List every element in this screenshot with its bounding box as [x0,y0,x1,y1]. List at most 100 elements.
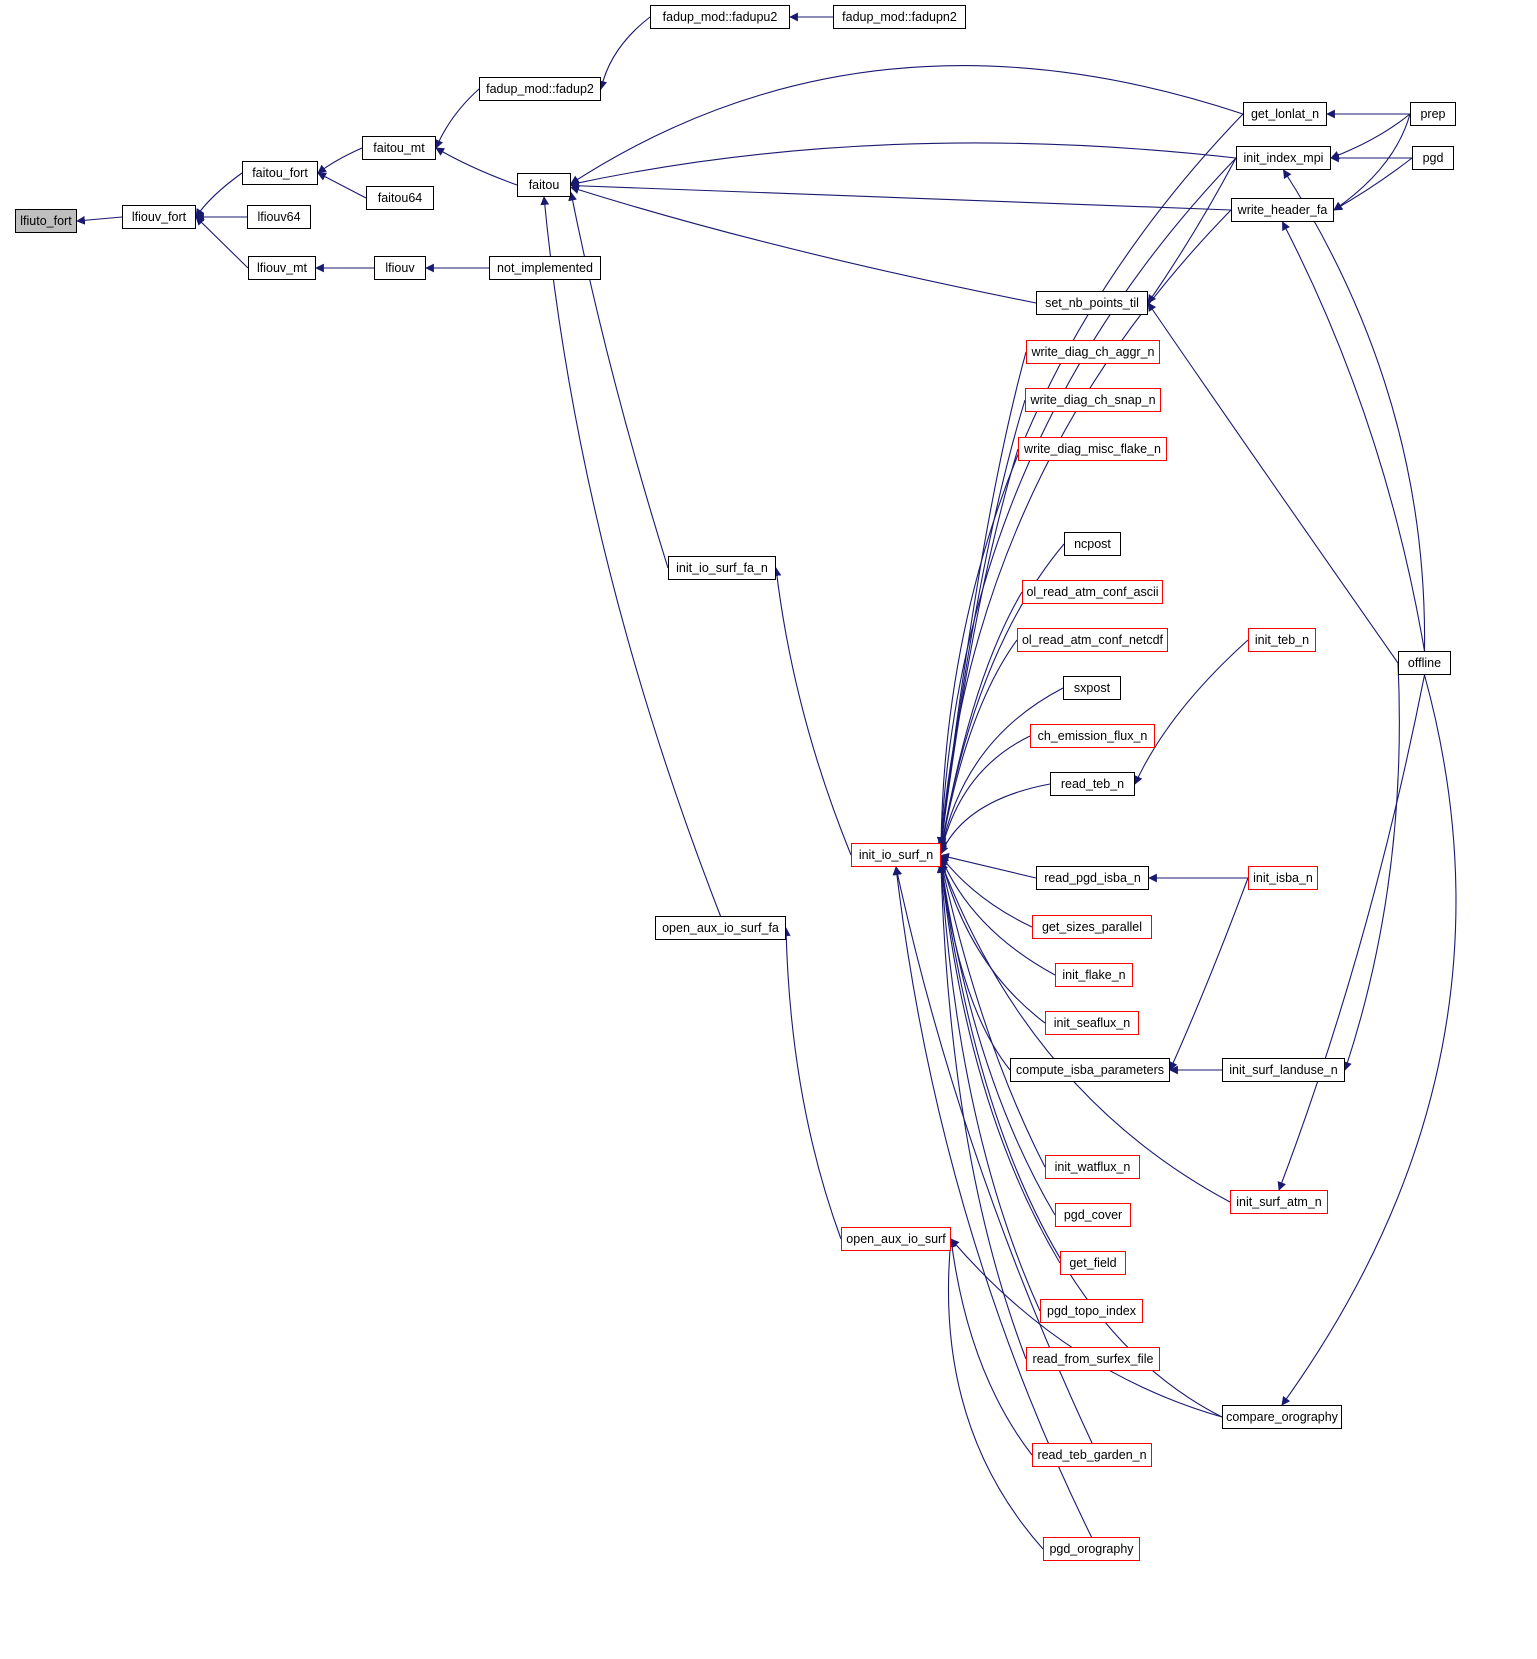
edge-pgd_orography-to-open_aux_io_surf [945,1238,1044,1550]
node-lfiouv64[interactable]: lfiouv64 [247,205,311,229]
edge-init_isba_n-to-compute_isba_parameters [1169,877,1249,1071]
edge-fadup_mod::fadupu2-to-fadup_mod::fadup2 [598,16,651,90]
edge-faitou_mt-to-faitou_fort [317,147,363,174]
node-faitou64[interactable]: faitou64 [366,186,434,210]
node-init_isba_n[interactable]: init_isba_n [1248,866,1318,890]
edge-init_teb_n-to-read_teb_n [1134,639,1249,785]
node-pgd_cover[interactable]: pgd_cover [1055,1203,1131,1227]
node-init_watflux_n[interactable]: init_watflux_n [1045,1155,1140,1179]
edge-get_lonlat_n-to-faitou [570,65,1244,185]
node-init_index_mpi[interactable]: init_index_mpi [1236,146,1331,170]
edge-init_watflux_n-to-init_io_surf_n [938,860,1046,1168]
edge-pgd_cover-to-init_io_surf_n [937,861,1056,1216]
edge-init_index_mpi-to-init_io_surf_n [936,157,1237,846]
node-init_io_surf_n[interactable]: init_io_surf_n [851,843,941,867]
edge-offline-to-init_surf_atm_n [1277,674,1426,1191]
edge-init_index_mpi-to-set_nb_points_til [1147,157,1237,304]
node-faitou[interactable]: faitou [517,173,571,197]
edge-lfiouv_fort-to-lfiuto_fort [76,215,123,225]
node-prep[interactable]: prep [1410,102,1456,126]
edge-prep-to-write_header_fa [1333,113,1411,211]
node-ncpost[interactable]: ncpost [1064,532,1121,556]
node-lfiouv_mt[interactable]: lfiouv_mt [248,256,316,280]
node-offline[interactable]: offline [1398,651,1451,675]
node-pgd_topo_index[interactable]: pgd_topo_index [1040,1299,1143,1323]
node-ol_read_atm_conf_ascii[interactable]: ol_read_atm_conf_ascii [1022,580,1163,604]
edge-offline-to-init_surf_landuse_n [1343,662,1400,1071]
edge-read_pgd_isba_n-to-init_io_surf_n [940,853,1037,879]
node-lfiuto_fort[interactable]: lfiuto_fort [15,209,77,233]
node-pgd[interactable]: pgd [1412,146,1454,170]
edge-offline-to-compare_orography [1281,674,1457,1406]
edge-offline-to-init_index_mpi [1283,169,1426,652]
node-write_header_fa[interactable]: write_header_fa [1231,198,1334,222]
node-get_lonlat_n[interactable]: get_lonlat_n [1243,102,1327,126]
edge-open_aux_io_surf-to-open_aux_io_surf_fa [781,927,842,1240]
node-lfiouv_fort[interactable]: lfiouv_fort [122,205,196,229]
edge-get_sizes_parallel-to-init_io_surf_n [940,855,1033,928]
edge-get_field-to-init_io_surf_n [937,862,1061,1264]
node-fadup_mod::fadupn2[interactable]: fadup_mod::fadupn2 [833,5,966,29]
node-init_surf_landuse_n[interactable]: init_surf_landuse_n [1222,1058,1345,1082]
node-init_flake_n[interactable]: init_flake_n [1055,963,1133,987]
node-sxpost[interactable]: sxpost [1063,676,1121,700]
edge-open_aux_io_surf_fa-to-faitou [540,196,722,917]
node-read_teb_garden_n[interactable]: read_teb_garden_n [1032,1443,1152,1467]
node-not_implemented[interactable]: not_implemented [489,256,601,280]
node-init_surf_atm_n[interactable]: init_surf_atm_n [1230,1190,1328,1214]
node-read_from_surfex_file[interactable]: read_from_surfex_file [1026,1347,1160,1371]
edge-offline-to-write_header_fa [1282,221,1426,652]
edge-offline-to-set_nb_points_til [1147,302,1399,664]
edge-init_seaflux_n-to-init_io_surf_n [938,857,1046,1024]
node-read_pgd_isba_n[interactable]: read_pgd_isba_n [1036,866,1149,890]
node-get_field[interactable]: get_field [1060,1251,1126,1275]
edge-write_diag_misc_flake_n-to-init_io_surf_n [937,448,1019,848]
edge-init_index_mpi-to-faitou [570,142,1237,188]
edge-faitou64-to-faitou_fort [317,172,367,199]
edge-read_teb_garden_n-to-open_aux_io_surf [947,1238,1033,1456]
node-open_aux_io_surf_fa[interactable]: open_aux_io_surf_fa [655,916,786,940]
node-write_diag_ch_snap_n[interactable]: write_diag_ch_snap_n [1025,388,1161,412]
edge-init_io_surf_n-to-init_io_surf_fa_n [772,567,852,856]
node-open_aux_io_surf[interactable]: open_aux_io_surf [841,1227,951,1251]
node-faitou_fort[interactable]: faitou_fort [242,161,318,185]
node-init_teb_n[interactable]: init_teb_n [1248,628,1316,652]
node-write_diag_ch_aggr_n[interactable]: write_diag_ch_aggr_n [1026,340,1160,364]
node-write_diag_misc_flake_n[interactable]: write_diag_misc_flake_n [1018,437,1167,461]
node-ch_emission_flux_n[interactable]: ch_emission_flux_n [1030,724,1155,748]
node-pgd_orography[interactable]: pgd_orography [1043,1537,1140,1561]
edge-pgd_topo_index-to-init_io_surf_n [937,863,1041,1312]
node-fadup_mod::fadup2[interactable]: fadup_mod::fadup2 [479,77,601,101]
node-get_sizes_parallel[interactable]: get_sizes_parallel [1032,915,1152,939]
edge-ol_read_atm_conf_ascii-to-init_io_surf_n [937,591,1023,851]
edge-init_io_surf_fa_n-to-faitou [568,191,669,569]
edge-lfiouv_mt-to-lfiouv_fort [195,216,249,269]
node-lfiouv[interactable]: lfiouv [374,256,426,280]
node-fadup_mod::fadupu2[interactable]: fadup_mod::fadupu2 [650,5,790,29]
node-faitou_mt[interactable]: faitou_mt [362,136,436,160]
edge-compare_orography-to-init_io_surf_n [937,864,1223,1418]
edge-faitou-to-faitou_mt [435,147,518,186]
node-compute_isba_parameters[interactable]: compute_isba_parameters [1010,1058,1170,1082]
edge-ch_emission_flux_n-to-init_io_surf_n [938,735,1031,854]
node-init_io_surf_fa_n[interactable]: init_io_surf_fa_n [668,556,776,580]
edge-prep-to-init_index_mpi [1330,113,1411,160]
edges [76,12,1457,1550]
node-ol_read_atm_conf_netcdf[interactable]: ol_read_atm_conf_netcdf [1017,628,1168,652]
edge-ol_read_atm_conf_netcdf-to-init_io_surf_n [938,639,1018,852]
edge-set_nb_points_til-to-faitou [570,185,1037,304]
node-compare_orography[interactable]: compare_orography [1222,1405,1342,1429]
edge-read_teb_n-to-init_io_surf_n [940,783,1051,855]
edge-init_flake_n-to-init_io_surf_n [940,856,1056,976]
node-read_teb_n[interactable]: read_teb_n [1050,772,1135,796]
edge-write_diag_ch_aggr_n-to-init_io_surf_n [937,351,1027,846]
edge-sxpost-to-init_io_surf_n [938,687,1064,853]
edge-read_from_surfex_file-to-init_io_surf_n [936,864,1027,1360]
node-set_nb_points_til[interactable]: set_nb_points_til [1036,291,1148,315]
edge-pgd-to-write_header_fa [1333,157,1413,211]
node-init_seaflux_n[interactable]: init_seaflux_n [1045,1011,1139,1035]
edge-fadup_mod::fadup2-to-faitou_mt [435,88,480,149]
